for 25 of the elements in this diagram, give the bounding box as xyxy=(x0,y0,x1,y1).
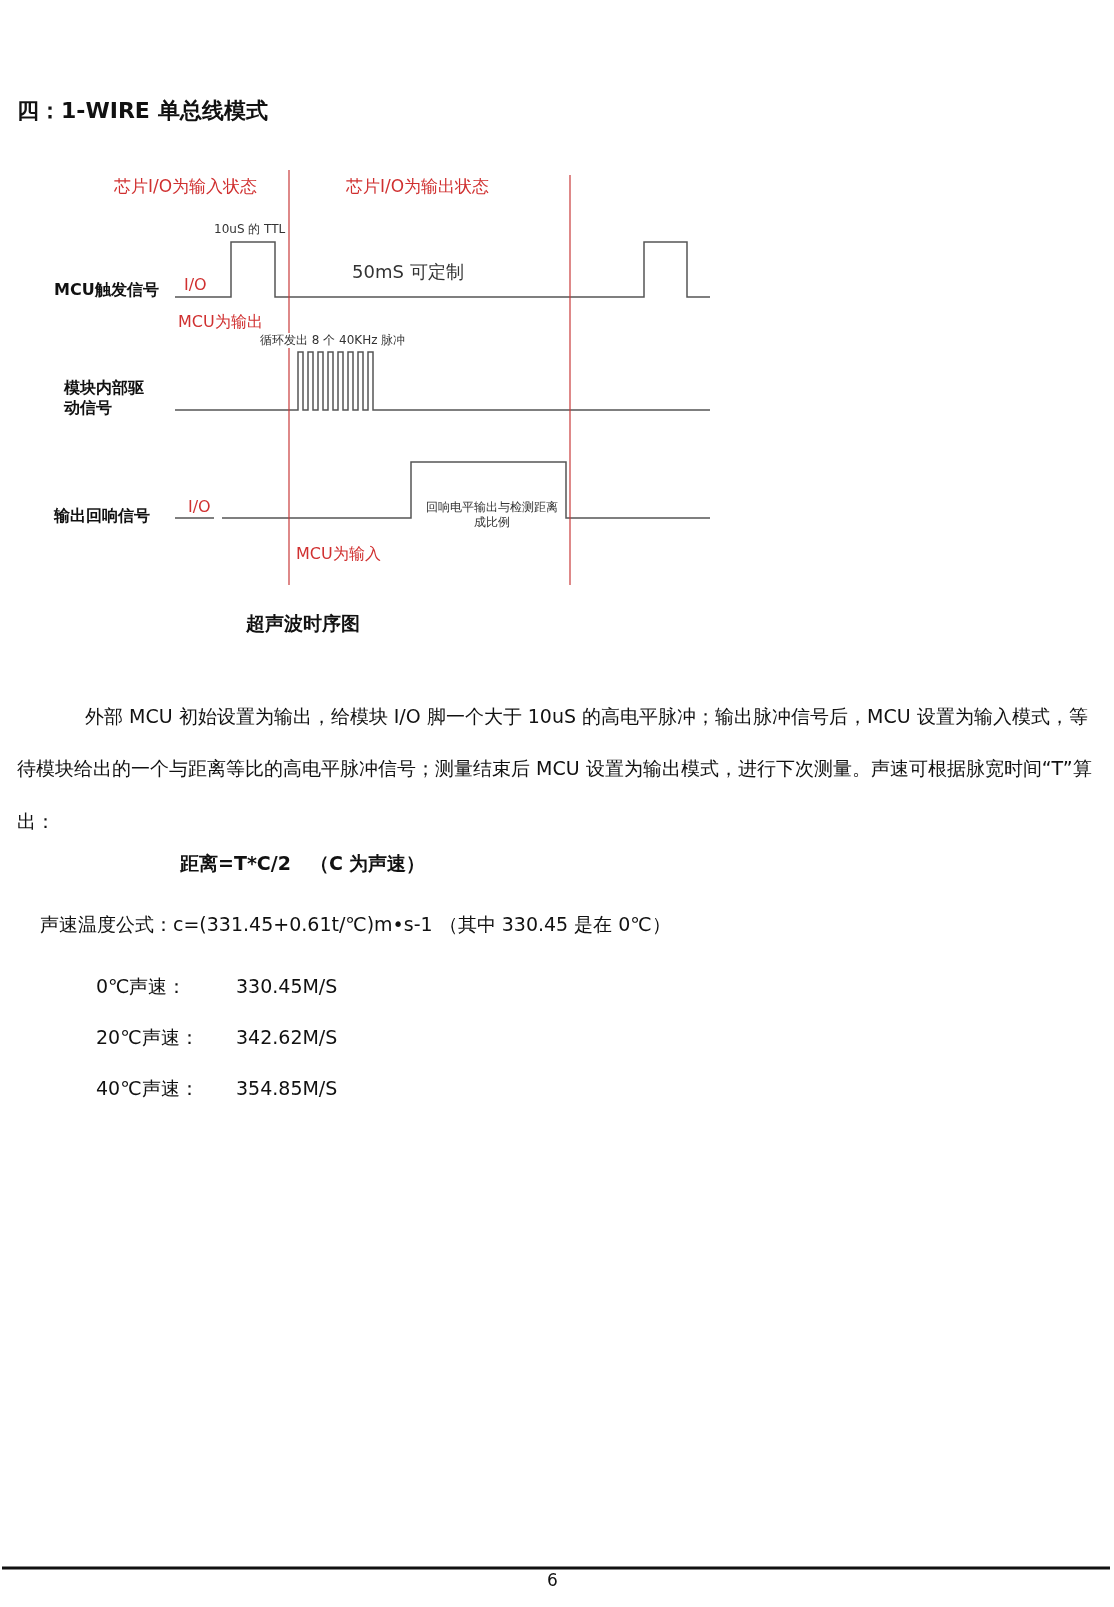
signal-name: MCU触发信号 xyxy=(54,280,159,300)
table-cell: 20℃声速： xyxy=(96,1026,199,1050)
state-label: 芯片I/O为输入状态 xyxy=(114,176,258,198)
table-cell: 342.62M/S xyxy=(236,1026,338,1050)
annotation: 回响电平输出与检测距离成比例 xyxy=(425,500,559,530)
formula: 声速温度公式：c=(331.45+0.61t/℃)m•s-1 （其中 330.45 是在 0℃） xyxy=(40,913,671,937)
section-heading: 四：1-WIRE 单总线模式 xyxy=(17,97,268,125)
formula: 距离=T*C/2 （C 为声速） xyxy=(180,852,426,876)
signal-name: 模块内部驱动信号 xyxy=(64,378,145,418)
annotation: 10uS 的 TTL xyxy=(214,222,286,237)
figure-caption: 超声波时序图 xyxy=(246,611,360,636)
pin-label: I/O xyxy=(184,275,207,295)
table-cell: 0℃声速： xyxy=(96,975,187,999)
annotation: 50mS 可定制 xyxy=(352,261,464,284)
pin-label: I/O xyxy=(188,497,211,517)
paragraph: 外部 MCU 初始设置为输出，给模块 I/O 脚一个大于 10uS 的高电平脉冲；输出脉冲信号后，MCU 设置为输入模式，等待模块给出的一个与距离等比的高电平脉冲信号；测量结束后 MCU 设置为输出模式，进行下次测量。声速可根据脉宽时间“T”算出： xyxy=(17,704,1093,834)
page-number: 6 xyxy=(547,1570,558,1592)
table-cell: 354.85M/S xyxy=(236,1077,338,1101)
table-cell: 330.45M/S xyxy=(236,975,338,999)
annotation: 循环发出 8 个 40KHz 脉冲 xyxy=(260,333,406,348)
table-cell: 40℃声速： xyxy=(96,1077,199,1101)
signal-name: 输出回响信号 xyxy=(54,506,150,526)
pin-label: MCU为输出 xyxy=(178,312,263,332)
state-label: 芯片I/O为输出状态 xyxy=(346,176,490,198)
pin-label: MCU为输入 xyxy=(296,544,381,564)
